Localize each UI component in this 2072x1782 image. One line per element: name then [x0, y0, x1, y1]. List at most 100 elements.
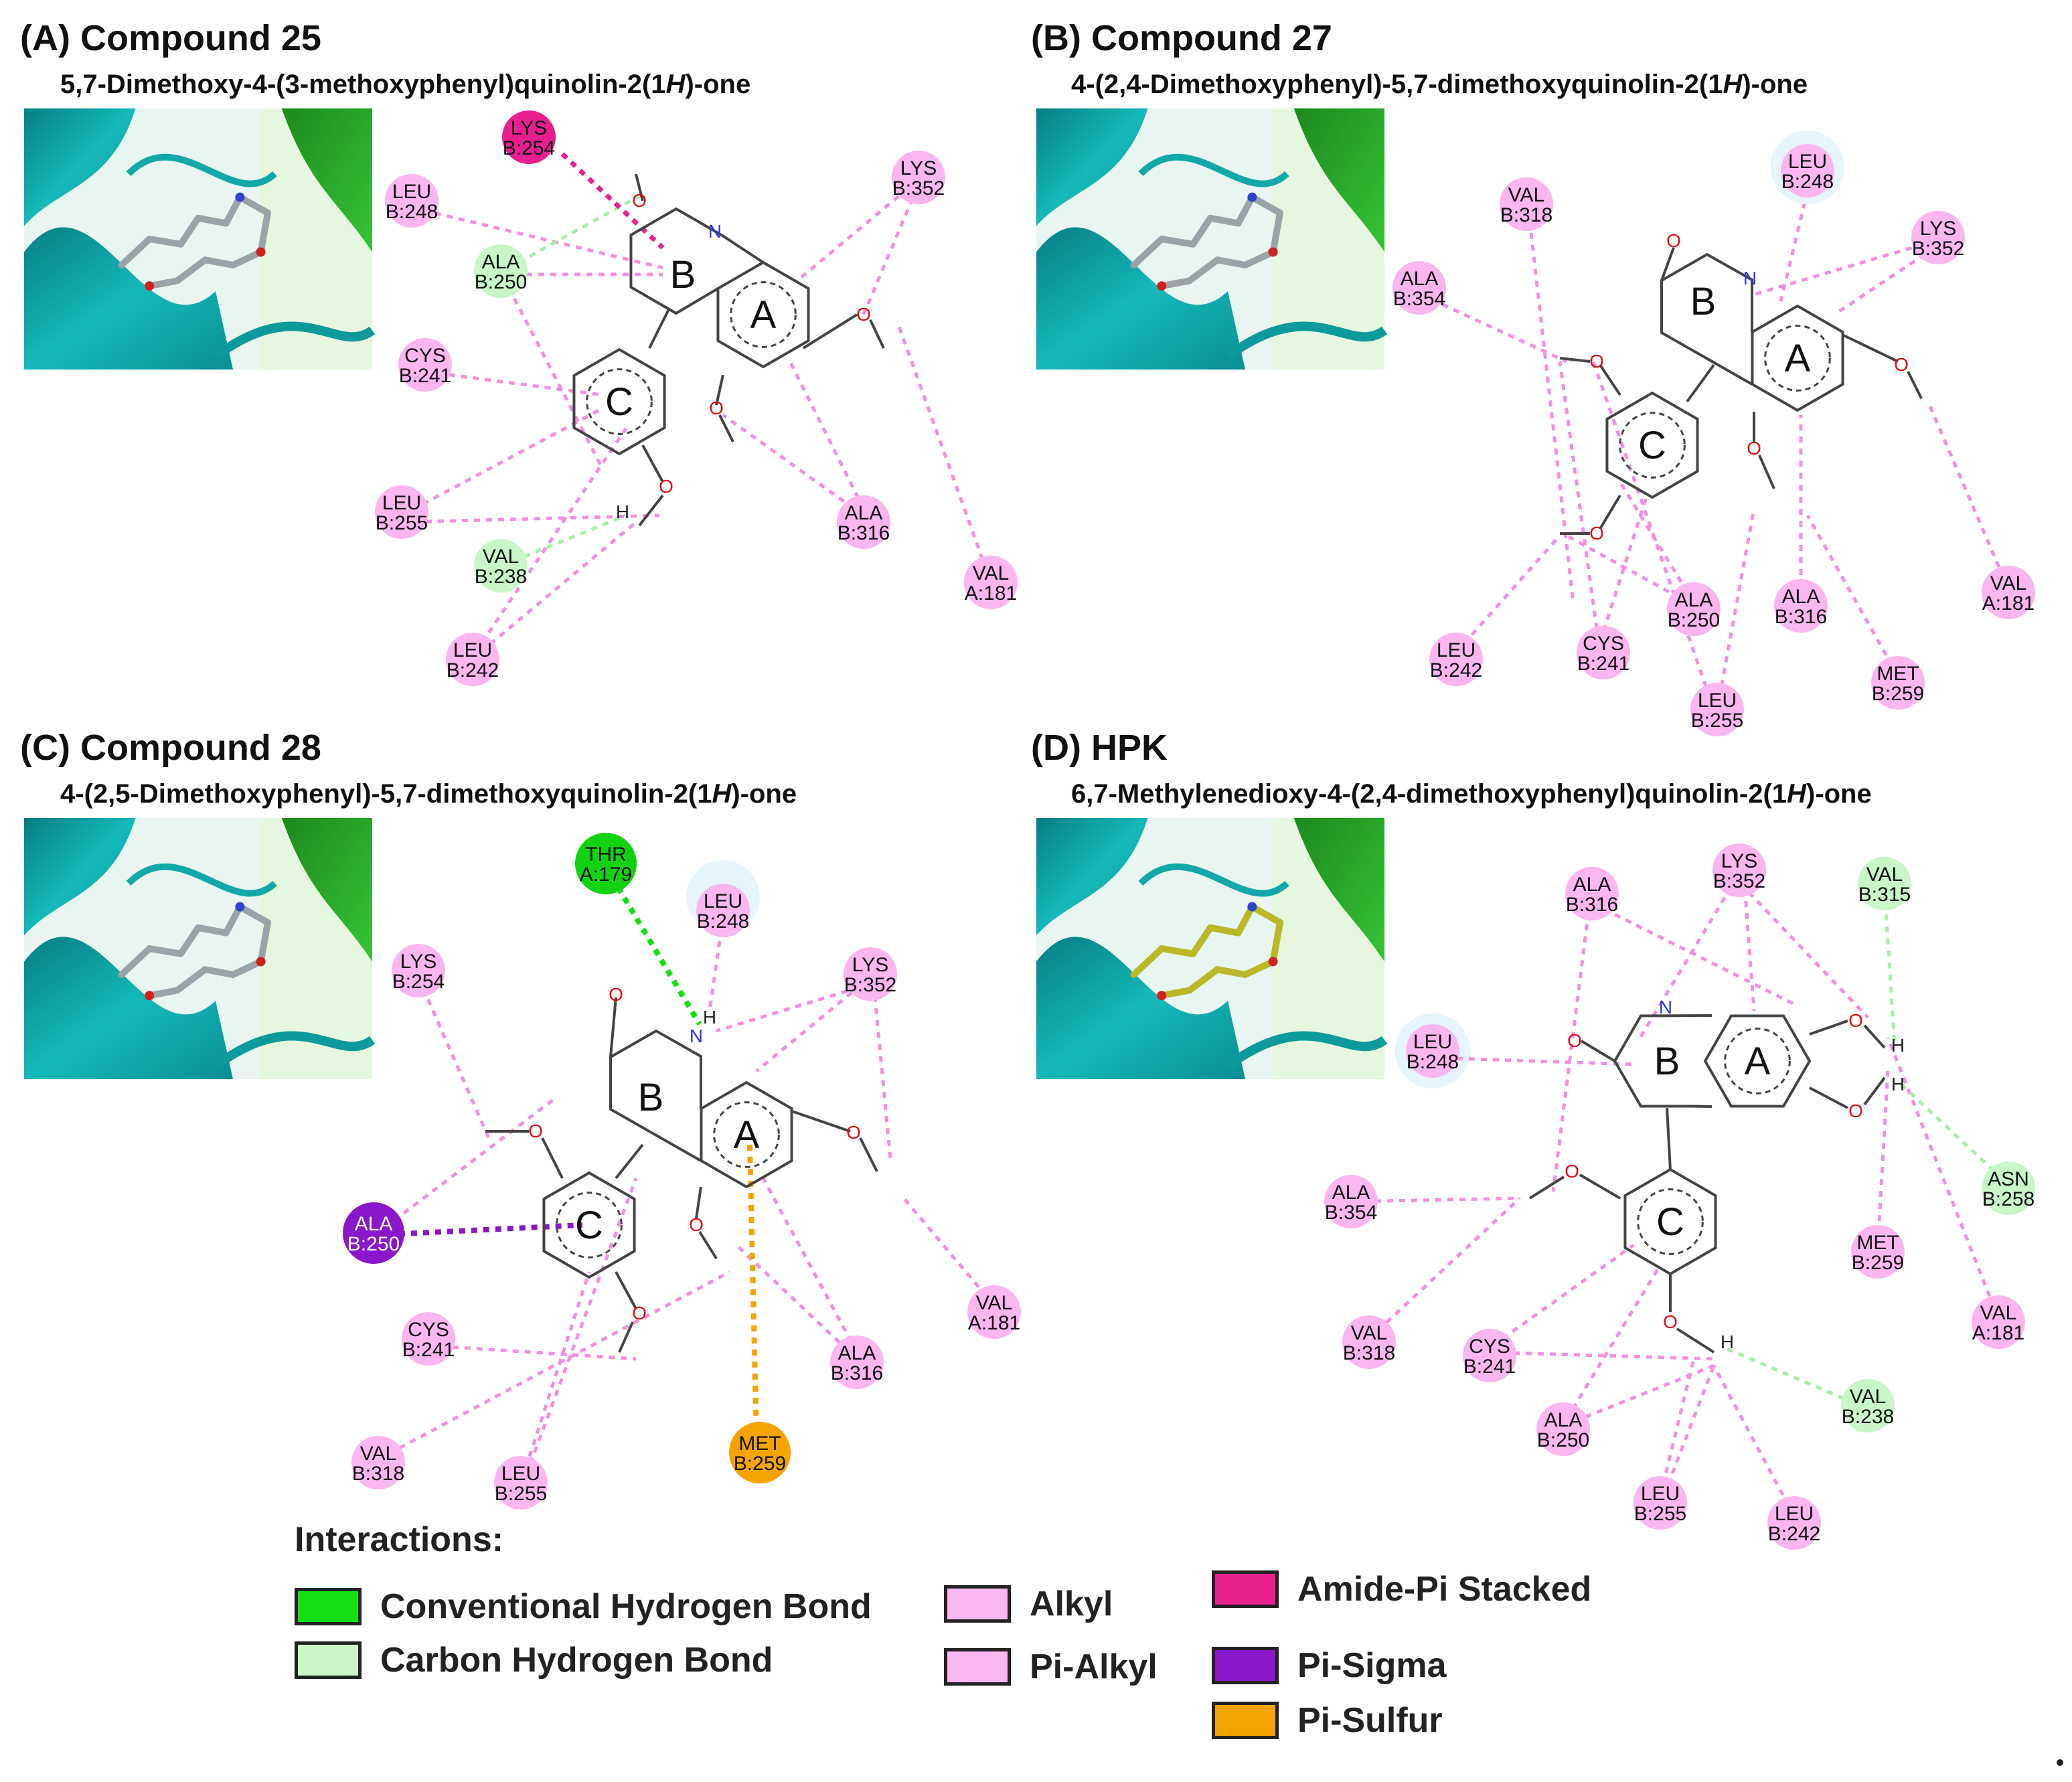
helix-ribbon	[24, 937, 233, 1079]
ligand-stick	[1242, 248, 1277, 268]
ring-label: C	[605, 380, 633, 424]
residue-name: LEU	[392, 181, 431, 203]
chemical-bond	[1863, 1076, 1886, 1106]
atom-label: O	[609, 984, 623, 1005]
residue-chain: B:316	[1566, 894, 1618, 916]
residue-name: MET	[1856, 1232, 1899, 1254]
residue-chain: B:259	[1852, 1252, 1904, 1274]
ligand-stick	[1207, 924, 1242, 937]
residue-name: LYS	[1721, 850, 1757, 872]
beta-sheet-ribbon	[281, 108, 372, 252]
residue-name: ALA	[482, 251, 520, 273]
ligand-stick	[222, 193, 244, 227]
chemical-bond	[1528, 1176, 1565, 1200]
interaction-line	[1350, 1196, 1520, 1204]
interaction-line	[722, 413, 865, 517]
residue-chain: B:242	[1768, 1523, 1820, 1545]
legend-swatch	[295, 1588, 362, 1625]
interaction-line	[1715, 508, 1756, 710]
loop-ribbon	[212, 1031, 376, 1070]
residue-disc	[964, 556, 1018, 609]
chemical-bond	[635, 173, 644, 201]
residue-name: LEU	[1437, 639, 1476, 661]
ring-label: A	[750, 293, 777, 337]
residue-chain: B:241	[1463, 1356, 1516, 1378]
atom-label: O	[1848, 1010, 1863, 1031]
ring-a: A	[700, 1080, 793, 1189]
ring-bond	[572, 347, 666, 456]
ligand-stick	[236, 193, 271, 216]
compound-name: Compound 27	[1091, 18, 1332, 58]
residue-disc	[502, 110, 556, 164]
iupac-part: )-one	[731, 779, 797, 809]
chemical-bond	[641, 444, 664, 483]
chemical-bond	[541, 1137, 564, 1179]
residue-disc	[446, 633, 499, 686]
chemical-bond	[1686, 363, 1715, 403]
residue-chain: B:255	[1691, 710, 1743, 732]
residue-disc	[1690, 683, 1744, 736]
residue-disc	[696, 884, 750, 937]
residue-chain: B:255	[495, 1483, 547, 1505]
iupac-name: 4-(2,4-Dimethoxyphenyl)-5,7-dimethoxyqui…	[1071, 70, 1808, 99]
atom-label: O	[846, 1122, 861, 1143]
residue-disc	[729, 1422, 791, 1483]
chemical-bond	[1580, 1040, 1616, 1062]
ligand-stick	[1207, 214, 1242, 227]
residue-name: VAL	[1990, 572, 2026, 594]
residue-name: LYS	[400, 951, 436, 973]
residue-name: CYS	[408, 1319, 449, 1341]
residue-chain: B:248	[697, 910, 749, 933]
residue-name: MET	[1877, 663, 1919, 685]
panel-letter: (B)	[1031, 18, 1091, 58]
ligand-atom	[1268, 247, 1278, 257]
legend-label: Pi-Sulfur	[1297, 1701, 1443, 1740]
residue-name: LEU	[382, 492, 421, 514]
interaction-line	[1489, 1350, 1715, 1361]
interaction-line	[1886, 1037, 2000, 1319]
residue-chain: B:248	[1407, 1051, 1459, 1073]
loop-ribbon	[1224, 321, 1388, 361]
chemical-bond	[1676, 1327, 1715, 1354]
iupac-part: H	[1787, 779, 1807, 809]
ligand-stick	[1234, 193, 1256, 227]
chemical-bond	[615, 1143, 644, 1180]
ligand-stick	[146, 987, 181, 999]
iupac-name: 5,7-Dimethoxy-4-(3-methoxyphenyl)quinoli…	[60, 70, 750, 99]
interaction-line	[761, 1177, 859, 1354]
ligand-stick	[1158, 987, 1193, 999]
aromatic-circle	[1724, 1028, 1791, 1095]
ligand-atom	[235, 902, 245, 912]
atom-label: N	[1743, 268, 1757, 289]
ligand-stick	[1190, 924, 1214, 957]
ligand-stick	[202, 256, 236, 268]
ring-bond	[542, 1171, 636, 1279]
residue-name: LYS	[852, 954, 888, 976]
interaction-line	[1833, 246, 1936, 317]
legend-heading: Interactions:	[295, 1520, 504, 1559]
interaction-line	[716, 982, 871, 1033]
interactions-legend: Interactions: Conventional Hydrogen Bond…	[295, 1520, 1700, 1774]
ligand-stick	[1249, 903, 1283, 926]
atom-label: O	[1848, 1101, 1863, 1121]
interaction-line	[1432, 1056, 1634, 1066]
residue-chain: B:316	[1775, 606, 1827, 628]
residue-name: VAL	[1866, 864, 1903, 886]
iupac-part: )-one	[685, 70, 750, 99]
ring-c: C	[1623, 1167, 1717, 1276]
atom-label: O	[1663, 1311, 1678, 1332]
iupac-name: 6,7-Methylenedioxy-4-(2,4-dimethoxypheny…	[1071, 779, 1872, 809]
atom-label: O	[1666, 230, 1681, 251]
